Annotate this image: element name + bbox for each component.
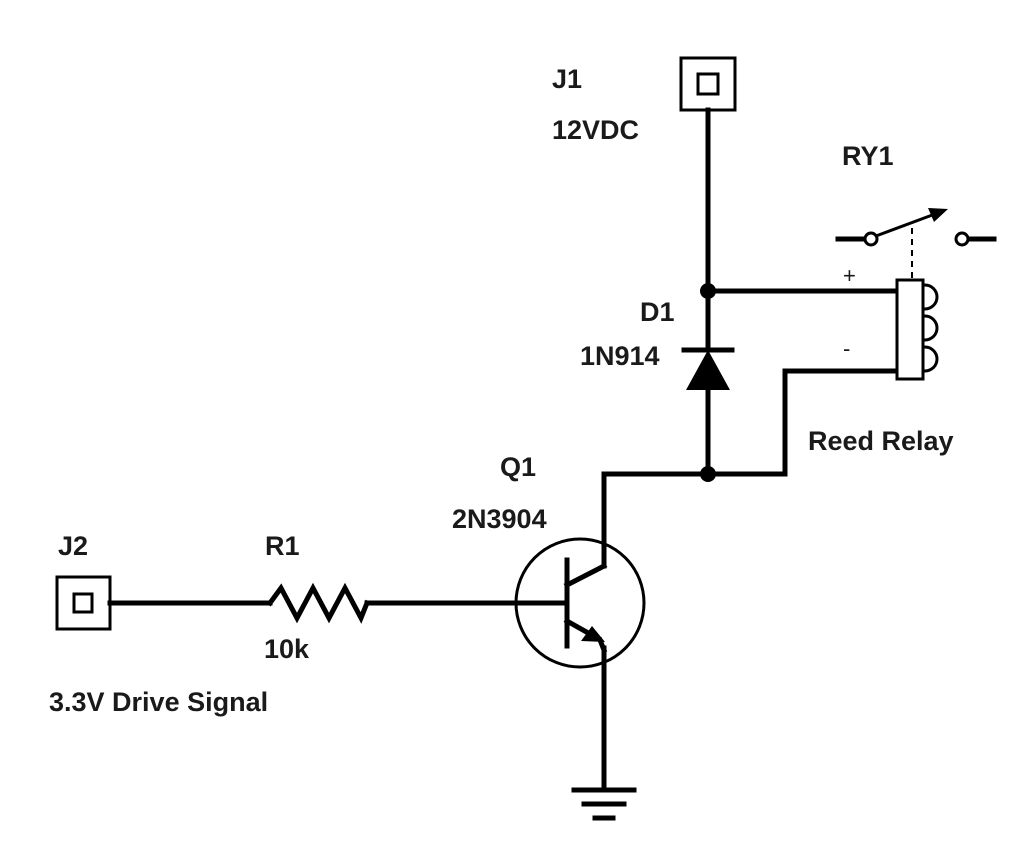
j2-value-label: 3.3V Drive Signal	[49, 687, 268, 717]
r1-resistor	[266, 582, 371, 624]
ry1-plus-pin-label: +	[843, 263, 856, 288]
j1-value-label: 12VDC	[552, 115, 639, 145]
ground-symbol	[571, 787, 637, 821]
j1-ref-label: J1	[552, 64, 582, 94]
j2-connector	[55, 575, 112, 631]
d1-ref-label: D1	[640, 297, 675, 327]
ry1-minus-pin-label: -	[843, 336, 850, 361]
j1-connector	[679, 56, 737, 112]
ry1-ref-label: RY1	[842, 141, 894, 171]
d1-value-label: 1N914	[580, 341, 660, 371]
collector-wire	[601, 368, 900, 533]
ry1-relay-coil	[895, 278, 939, 381]
ry1-reed-switch	[835, 208, 997, 280]
q1-ref-label: Q1	[500, 452, 536, 482]
j2-ref-label: J2	[58, 531, 88, 561]
r1-value-label: 10k	[264, 634, 310, 664]
q1-transistor	[514, 527, 646, 669]
q1-value-label: 2N3904	[452, 504, 547, 534]
d1-diode	[681, 347, 735, 390]
r1-ref-label: R1	[265, 531, 300, 561]
ry1-value-label: Reed Relay	[808, 426, 954, 456]
